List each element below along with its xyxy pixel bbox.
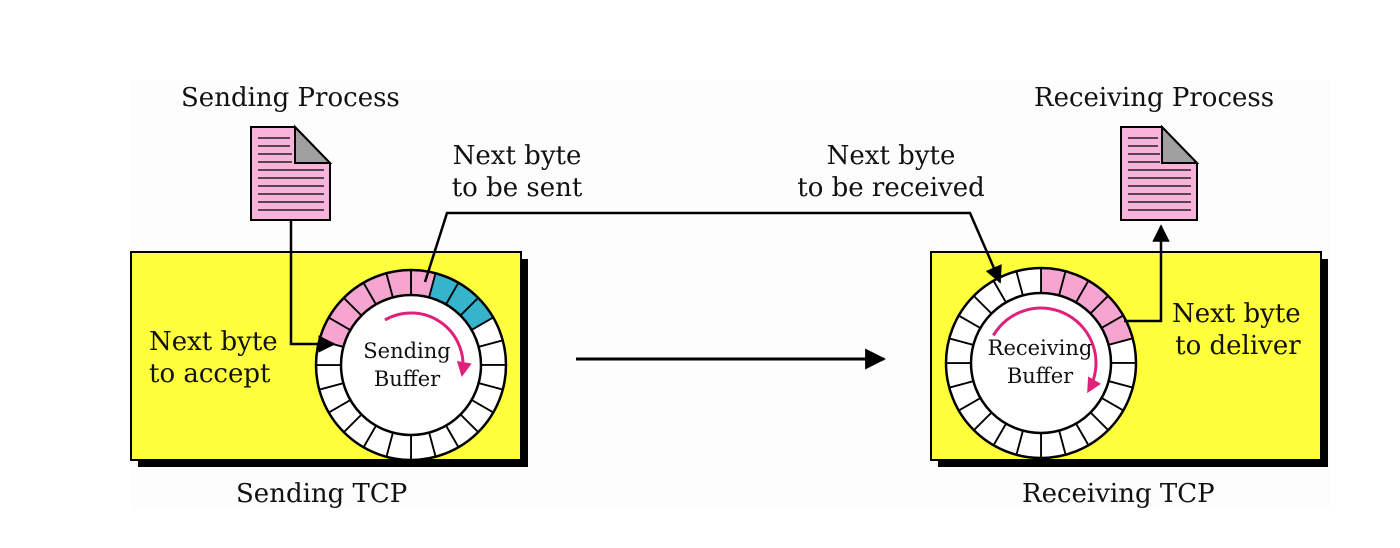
sent-line-2: to be sent [451,173,583,203]
sending-buffer-label: Sending Buffer [342,337,472,393]
sending-tcp-label: Sending TCP [236,479,408,509]
sending-buffer-line-2: Buffer [373,367,441,391]
receiving-document-icon [1120,124,1200,221]
buffer-outer-edge [314,268,508,462]
received-line-2: to be received [797,173,985,203]
sending-document-icon [250,124,333,221]
sent-pointer-line [423,211,1002,284]
deliver-line-1: Next byte [1172,299,1301,329]
deliver-line-2: to deliver [1175,331,1301,361]
deliver-arrow [1124,224,1170,323]
receiving-tcp-label: Receiving TCP [1022,479,1215,509]
receiving-buffer-ring [944,266,1138,460]
next-byte-to-deliver-label: Next byte to deliver [1172,298,1301,362]
buffer-inner-edge [339,293,483,437]
direction-arrow [992,306,1102,394]
receiving-buffer-line-1: Receiving [987,336,1093,360]
buffer-inner-edge [969,291,1113,435]
next-byte-to-be-sent-label: Next byte to be sent [432,140,602,204]
accept-line-1: Next byte [149,327,278,357]
sent-line-1: Next byte [452,141,582,171]
next-byte-to-be-received-label: Next byte to be received [786,140,996,204]
direction-arrow [384,311,472,377]
receiving-buffer-label: Receiving Buffer [975,334,1105,390]
accept-arrow [289,220,336,353]
receiving-process-label: Receiving Process [1034,83,1275,113]
sending-process-label: Sending Process [181,83,400,113]
buffer-outer-edge [944,266,1138,460]
received-line-1: Next byte [826,141,956,171]
next-byte-to-accept-label: Next byte to accept [149,326,278,390]
accept-line-2: to accept [149,359,271,389]
receiving-buffer-line-2: Buffer [1006,364,1074,388]
sending-buffer-ring [314,268,508,462]
sending-buffer-line-1: Sending [363,339,451,363]
